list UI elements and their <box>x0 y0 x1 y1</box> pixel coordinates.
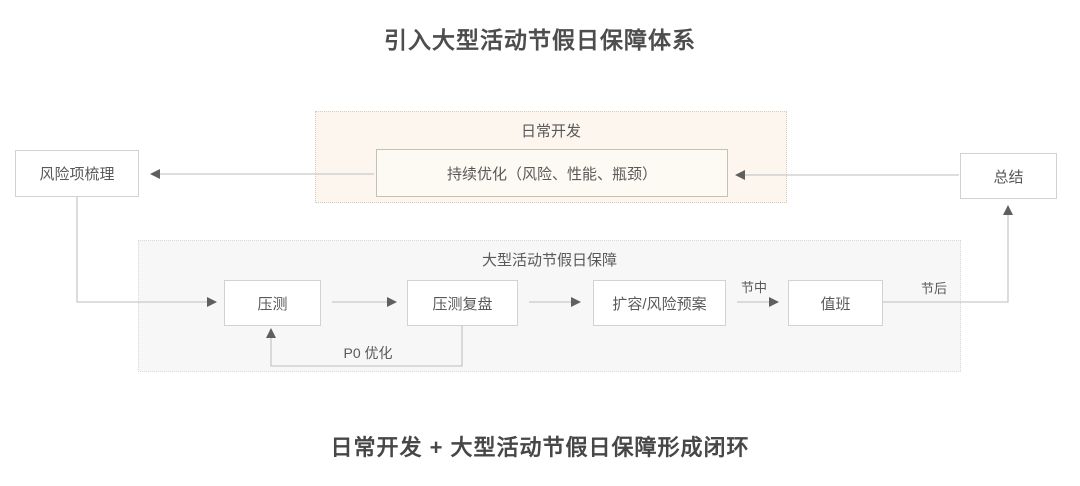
group-holiday-guarantee: 大型活动节假日保障 压测 压测复盘 扩容/风险预案 值班 <box>138 240 961 372</box>
node-continuous-optimization-label: 持续优化（风险、性能、瓶颈） <box>446 165 657 183</box>
node-summary-label: 总结 <box>993 168 1024 186</box>
node-risk-sorting: 风险项梳理 <box>15 150 139 197</box>
group-daily-dev-title: 日常开发 <box>520 123 581 140</box>
edge-label-after-festival: 节后 <box>920 281 947 296</box>
node-stress-test-review: 压测复盘 <box>407 280 518 326</box>
node-stress-test: 压测 <box>224 280 321 326</box>
group-daily-dev: 日常开发 持续优化（风险、性能、瓶颈） <box>315 111 787 203</box>
group-holiday-guarantee-title: 大型活动节假日保障 <box>481 252 617 269</box>
node-on-duty-label: 值班 <box>820 295 851 313</box>
diagram-title: 引入大型活动节假日保障体系 <box>384 27 696 53</box>
node-capacity-risk-plan-label: 扩容/风险预案 <box>612 295 707 313</box>
node-risk-sorting-label: 风险项梳理 <box>39 166 115 183</box>
edge-label-p0-optimization: P0 优化 <box>343 345 393 361</box>
node-stress-test-review-label: 压测复盘 <box>432 295 493 313</box>
node-on-duty: 值班 <box>788 280 883 326</box>
node-stress-test-label: 压测 <box>257 295 288 313</box>
node-continuous-optimization: 持续优化（风险、性能、瓶颈） <box>376 149 728 197</box>
node-capacity-risk-plan: 扩容/风险预案 <box>593 280 726 326</box>
edge-label-during-festival: 节中 <box>740 280 767 295</box>
node-summary: 总结 <box>960 153 1057 199</box>
diagram-footer: 日常开发 + 大型活动节假日保障形成闭环 <box>330 435 750 460</box>
